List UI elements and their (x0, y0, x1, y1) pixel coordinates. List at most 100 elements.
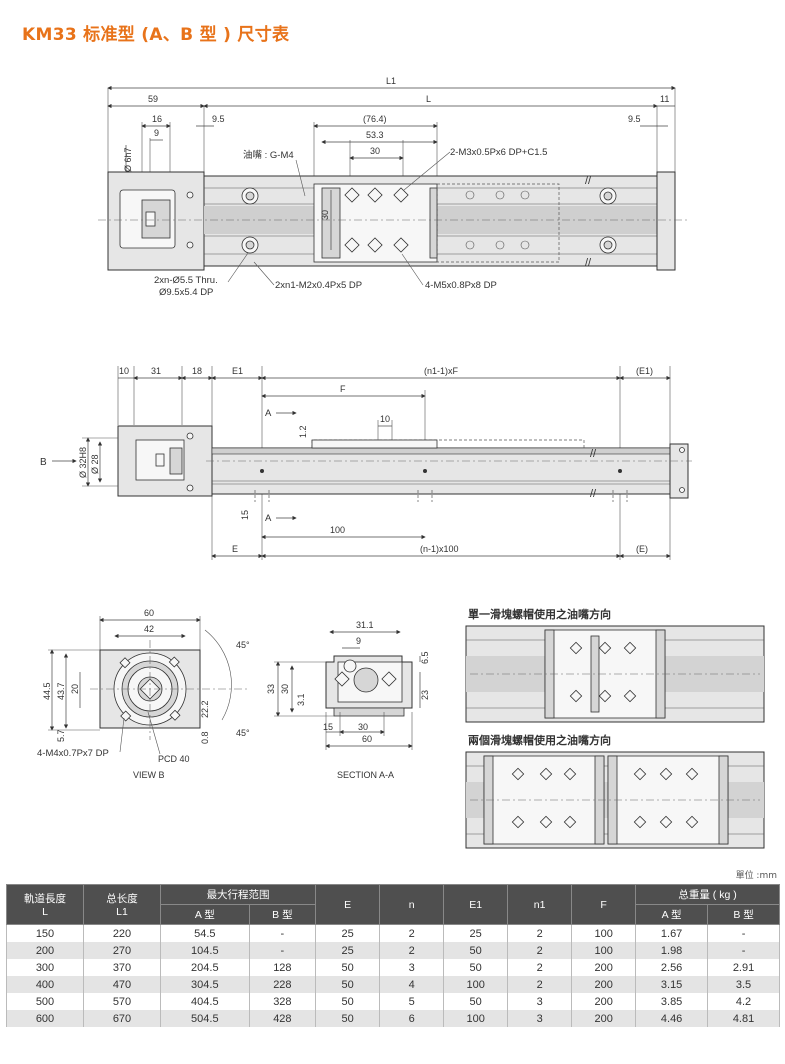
table-cell: 3.5 (707, 976, 780, 993)
svg-text://: // (590, 448, 597, 460)
table-cell: 3.15 (635, 976, 709, 993)
table-cell: 150 (6, 924, 84, 942)
section-a-top: A (265, 408, 272, 419)
dim-viewb-42: 42 (144, 624, 154, 634)
table-cell: 200 (571, 976, 637, 993)
table-cell: 304.5 (160, 976, 250, 993)
dim-viewb-5-7: 5.7 (56, 729, 66, 742)
table-cell: 570 (83, 993, 161, 1010)
dim-phi6h7: Ø 6h7 (123, 147, 133, 172)
callout-tap-small: 2-M3x0.5Px6 DP+C1.5 (450, 147, 547, 158)
table-cell: 2 (507, 976, 573, 993)
table-cell: 400 (6, 976, 84, 993)
th-n1: n1 (507, 884, 573, 925)
dim-sec-9: 9 (356, 636, 361, 646)
dim-side-18: 18 (192, 366, 202, 376)
th-max-stroke: 最大行程范围 (159, 884, 317, 905)
dim-l: L (426, 94, 431, 104)
caption-section-aa: SECTION A-A (337, 770, 394, 780)
dim-sec-33: 33 (266, 684, 276, 694)
table-cell: 228 (248, 976, 317, 993)
table-cell: 470 (83, 976, 161, 993)
table-cell: 1.67 (635, 924, 709, 942)
table-cell: - (707, 924, 780, 942)
view-b: 60 42 45° 45° 44.5 43.7 20 5.7 22.2 0.8 … (37, 608, 250, 780)
th-n: n (379, 884, 445, 925)
slider-double-diagram: 兩個滑塊螺帽使用之油嘴方向 (465, 733, 765, 849)
table-cell: 204.5 (160, 959, 250, 976)
table-cell: 200 (571, 959, 637, 976)
svg-text://: // (585, 175, 592, 187)
svg-text://: // (590, 488, 597, 500)
dim-sec-30v: 30 (280, 684, 290, 694)
table-cell: 100 (443, 1010, 509, 1027)
table-cell: 670 (83, 1010, 161, 1027)
th-stroke-a: A 型 (160, 904, 250, 925)
caption-double-slider: 兩個滑塊螺帽使用之油嘴方向 (468, 733, 611, 747)
dim-side-1-2: 1.2 (298, 425, 308, 438)
th-e: E (315, 884, 381, 925)
th-weight-a: A 型 (635, 904, 709, 925)
slider-single-diagram: 單一滑塊螺帽使用之油嘴方向 (465, 607, 765, 723)
dim-side-n1-f: (n1-1)xF (424, 366, 459, 376)
table-cell: 3 (507, 993, 573, 1010)
dim-16: 16 (152, 114, 162, 124)
table-cell: 50 (315, 976, 381, 993)
table-cell: 2 (379, 942, 445, 959)
table-cell: 1.98 (635, 942, 709, 959)
dim-phi28: Ø 28 (90, 454, 100, 474)
table-cell: 2.56 (635, 959, 709, 976)
table-cell: 25 (315, 942, 381, 959)
angle-45-bottom: 45° (236, 728, 250, 738)
dim-30: 30 (370, 146, 380, 156)
dim-side-e1-paren: (E1) (636, 366, 653, 376)
dim-9: 9 (154, 128, 159, 138)
technical-drawing: L1 L 59 11 16 9 9.5 9.5 (76.4) 53.3 30 Ø… (37, 76, 765, 849)
table-cell: 128 (248, 959, 317, 976)
dim-53-3: 53.3 (366, 130, 384, 140)
table-cell: 50 (443, 942, 509, 959)
table-cell: 25 (443, 924, 509, 942)
table-cell: 2 (507, 959, 573, 976)
callout-cbore: Ø9.5x5.4 DP (159, 287, 213, 298)
th-weight: 总重量 ( kg ) (635, 884, 780, 905)
dim-side-31: 31 (151, 366, 161, 376)
table-cell: 4.2 (707, 993, 780, 1010)
dim-viewb-43-7: 43.7 (56, 682, 66, 700)
dim-viewb-60: 60 (144, 608, 154, 618)
dim-side-10b: 10 (380, 414, 390, 424)
table-cell: 104.5 (160, 942, 250, 959)
caption-view-b: VIEW B (133, 770, 165, 780)
dim-side-f: F (340, 384, 346, 394)
slider-tap-holes (344, 187, 409, 253)
section-a-bottom: A (265, 513, 272, 524)
callout-pcd: PCD 40 (158, 754, 190, 764)
dim-sec-3-1: 3.1 (296, 693, 306, 706)
table-cell: 428 (248, 1010, 317, 1027)
table-cell: 4.46 (635, 1010, 709, 1027)
table-cell: 50 (443, 993, 509, 1010)
table-cell: 4.81 (707, 1010, 780, 1027)
callout-thru: 2xn-Ø5.5 Thru. (154, 275, 218, 286)
top-view: L1 L 59 11 16 9 9.5 9.5 (76.4) 53.3 30 Ø… (98, 76, 690, 298)
table-cell: 504.5 (160, 1010, 250, 1027)
dim-sec-30h: 30 (358, 722, 368, 732)
table-cell: 2 (507, 942, 573, 959)
table-cell: 200 (571, 993, 637, 1010)
dim-side-e-paren: (E) (636, 544, 648, 554)
table-cell: 50 (315, 993, 381, 1010)
dim-sec-23: 23 (420, 690, 430, 700)
table-cell: 100 (443, 976, 509, 993)
table-cell: 500 (6, 993, 84, 1010)
table-cell: 404.5 (160, 993, 250, 1010)
callout-oil-nipple: 油嘴 : G-M4 (243, 149, 294, 161)
th-e1: E1 (443, 884, 509, 925)
dim-side-e: E (232, 544, 238, 554)
dim-viewb-20: 20 (70, 684, 80, 694)
